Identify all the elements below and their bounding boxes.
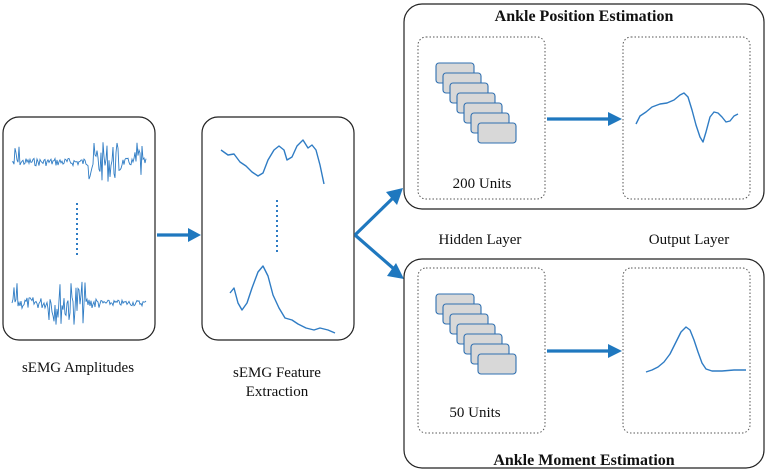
hidden-unit [477,353,517,375]
position-output-layer-box [622,36,751,200]
feature-extraction-box [201,116,355,341]
arrow-amplitudes-to-features [157,228,201,242]
emg-signal-top [11,142,147,182]
moment-arrow-head [608,344,622,358]
position-hidden-units [435,62,517,144]
branch-arrows [353,188,404,279]
position-module-title: Ankle Position Estimation [495,8,674,25]
feature-extraction-panel [201,116,355,341]
arrow-to-position-head [386,188,403,205]
output-layer-label: Output Layer [649,232,729,248]
arrow-to-position [353,195,396,237]
position-hidden-layer-box [417,36,546,200]
moment-output-curve [645,326,746,373]
position-output-curve [635,92,739,143]
feature-extraction-label-line2: Extraction [246,384,309,400]
semg-amplitudes-panel [2,116,156,341]
feature-curve-bottom [229,265,336,334]
feature-curve-top [220,139,325,185]
position-arrow-head [608,112,622,126]
moment-output-layer-box [622,267,751,434]
moment-module-title: Ankle Moment Estimation [493,452,674,469]
semg-amplitudes-box [2,116,156,341]
hidden-unit [477,122,517,144]
arrow-to-moment-head [387,263,404,279]
hidden-layer-label: Hidden Layer [439,232,522,248]
emg-signal-bottom [11,281,147,325]
moment-hidden-layer-box [417,267,546,434]
moment-module-box [403,258,765,469]
position-estimation-module: Ankle Position Estimation 200 Units [403,3,765,210]
position-units-label: 200 Units [453,176,512,192]
semg-amplitudes-label: sEMG Amplitudes [22,360,134,376]
moment-units-label: 50 Units [449,405,500,421]
position-module-box [403,3,765,210]
moment-estimation-module: Ankle Moment Estimation 50 Units [403,258,765,469]
feature-extraction-label-line1: sEMG Feature [233,365,321,381]
moment-hidden-units [435,293,517,375]
arrow-to-moment [353,233,396,271]
